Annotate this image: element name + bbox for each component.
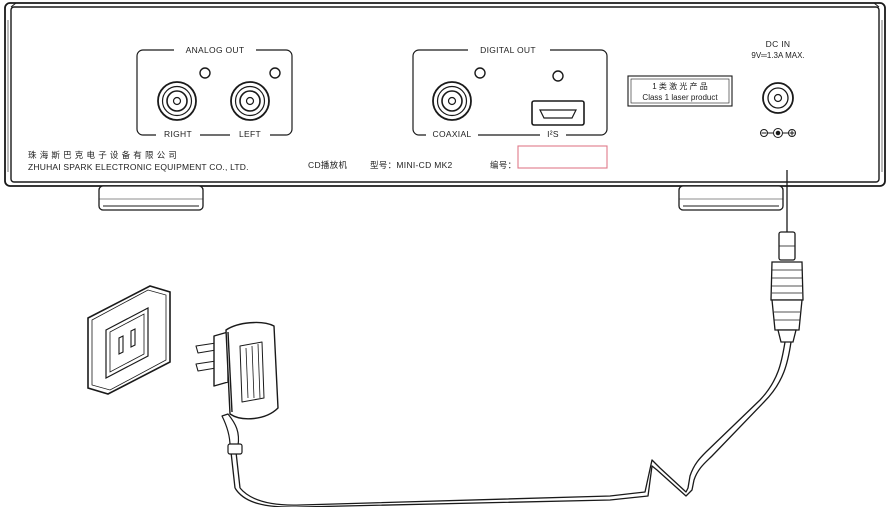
device-rear-panel: [4, 2, 886, 187]
rca-jack-right[interactable]: [157, 81, 197, 121]
wall-outlet-icon: [87, 285, 171, 395]
dc-in-title: DC IN: [766, 39, 791, 49]
power-adapter-icon: [195, 321, 279, 455]
serial-number-box: [517, 145, 608, 169]
coaxial-jack[interactable]: [432, 81, 472, 121]
dc-in-rating: 9V═1.3A MAX.: [751, 51, 804, 60]
screw-hole-icon: [474, 67, 486, 79]
digital-out-title: DIGITAL OUT: [480, 45, 536, 55]
dc-cable: [230, 170, 792, 507]
dc-in-section: DC IN 9V═1.3A MAX.: [751, 39, 805, 138]
digital-out-section: DIGITAL OUT COAXIAL I²S: [412, 44, 608, 140]
company-name-chinese: 珠海斯巴克电子设备有限公司: [28, 150, 180, 160]
device-foot-left: [98, 185, 204, 211]
device-foot-right: [678, 185, 784, 211]
analog-out-title: ANALOG OUT: [186, 45, 245, 55]
rca-jack-left[interactable]: [230, 81, 270, 121]
dc-plug-icon: [770, 231, 804, 343]
model-number: 型号：MINI-CD MK2: [370, 160, 453, 170]
analog-out-section: ANALOG OUT RIGHT LEFT: [136, 44, 293, 140]
laser-label-chinese: 1 类 激 光 产 品: [652, 81, 708, 91]
coaxial-label: COAXIAL: [433, 129, 472, 139]
polarity-icon: [760, 128, 796, 138]
dc-in-jack[interactable]: [762, 82, 794, 114]
i2s-hdmi-port[interactable]: [531, 100, 585, 126]
analog-right-label: RIGHT: [164, 129, 192, 139]
i2s-label: I²S: [547, 129, 559, 139]
company-name-english: ZHUHAI SPARK ELECTRONIC EQUIPMENT CO., L…: [28, 162, 249, 172]
analog-left-label: LEFT: [239, 129, 261, 139]
serial-label: 编号：: [490, 160, 516, 170]
screw-hole-icon: [552, 70, 564, 82]
product-type: CD播放机: [308, 160, 347, 170]
screw-hole-icon: [199, 67, 211, 79]
laser-label-english: Class 1 laser product: [642, 93, 718, 102]
laser-product-label: 1 类 激 光 产 品 Class 1 laser product: [627, 75, 733, 107]
screw-hole-icon: [269, 67, 281, 79]
